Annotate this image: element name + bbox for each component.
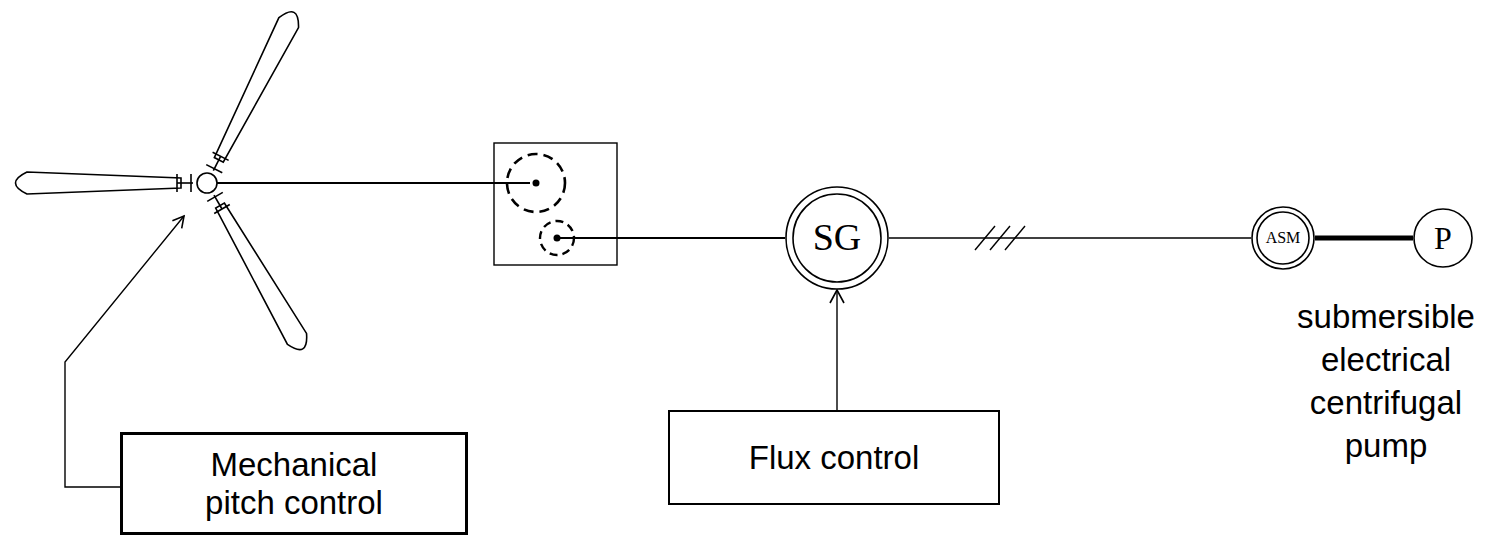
generator-circle: SG	[785, 186, 889, 290]
pump-circle: P	[1413, 208, 1473, 268]
connector	[836, 290, 837, 410]
pitch-control-box: Mechanical pitch control	[120, 432, 468, 535]
connector	[1315, 236, 1413, 241]
node-text: P	[1434, 220, 1452, 257]
node-text: Mechanical pitch control	[174, 446, 414, 522]
generator-shaft	[557, 237, 785, 239]
node-text: SG	[813, 216, 862, 260]
main-shaft	[217, 182, 530, 184]
gearbox	[494, 143, 617, 265]
rotor	[16, 7, 313, 354]
large-gear	[507, 154, 565, 212]
node-text: Flux control	[749, 439, 920, 477]
motor-circle: ASM	[1251, 206, 1315, 270]
flux-control-box: Flux control	[668, 410, 1000, 505]
connector	[889, 237, 1251, 238]
node-text: ASM	[1266, 229, 1301, 247]
pump-caption: submersible electrical centrifugal pump	[1290, 296, 1482, 468]
